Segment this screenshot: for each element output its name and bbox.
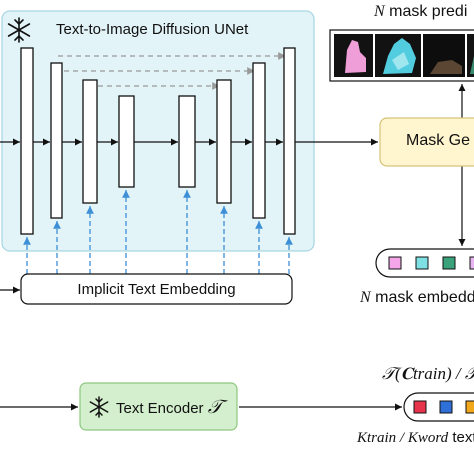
unet-block-up-3 — [283, 47, 296, 235]
text-embeddings-text: text — [452, 429, 474, 446]
text-embeddings-box — [403, 392, 474, 422]
text-encoder-symbol: 𝒯 — [207, 397, 223, 418]
implicit-embedding-label: Implicit Text Embedding — [77, 281, 236, 298]
implicit-embedding-box — [20, 273, 293, 305]
mask-thumb-4 — [467, 34, 474, 77]
skip-connections — [58, 52, 286, 90]
mask-predictions-text: mask predi — [389, 3, 468, 20]
text-embeddings-var: Ktrain / Kword — [357, 430, 449, 446]
unet-block-mid-1 — [118, 95, 135, 188]
mask-predictions-label: N mask predi — [374, 3, 467, 21]
mask-embedding-swatch — [415, 256, 429, 270]
mask-embeddings-var: N — [360, 289, 371, 306]
unet-block-down-2 — [50, 62, 63, 219]
mask-embedding-swatch — [442, 256, 456, 270]
mask-predictions-var: N — [374, 3, 385, 20]
text-embeddings-formula: 𝒯(𝐂train) / 𝒯 — [382, 364, 474, 383]
mask-embeddings-text: mask embedd — [375, 289, 474, 306]
text-encoder-label: Text Encoder 𝒯 — [116, 397, 222, 419]
text-embedding-swatches — [413, 400, 474, 414]
text-embeddings-bottom-label: Ktrain / Kword text — [357, 429, 474, 447]
mask-generator-box — [379, 117, 474, 167]
unet-block-down-1 — [20, 47, 34, 235]
unet-block-up-2 — [252, 62, 266, 219]
unet-block-up-1 — [216, 79, 232, 204]
snowflake-icon — [7, 17, 31, 43]
mask-embedding-swatch — [388, 256, 402, 270]
mask-generator-label: Mask Ge — [406, 132, 471, 149]
mask-embeddings-label: N mask embedd — [360, 289, 474, 307]
text-embedding-swatch — [465, 400, 474, 414]
mask-embedding-swatches — [388, 256, 474, 270]
unet-container — [1, 10, 315, 252]
unet-block-mid-2 — [178, 95, 196, 188]
mask-embedding-swatch — [469, 256, 474, 270]
main-flow-arrows — [0, 84, 466, 411]
text-embedding-swatch — [439, 400, 453, 414]
unet-blocks — [20, 47, 296, 235]
embedding-arrows — [23, 190, 293, 274]
snowflake-icon — [89, 396, 109, 418]
unet-block-down-3 — [82, 79, 98, 204]
text-embedding-swatch — [413, 400, 427, 414]
text-encoder-box — [79, 382, 238, 431]
text-encoder-text: Text Encoder — [116, 400, 204, 417]
mask-prediction-thumbnails — [334, 34, 474, 77]
unet-title: Text-to-Image Diffusion UNet — [56, 21, 249, 38]
